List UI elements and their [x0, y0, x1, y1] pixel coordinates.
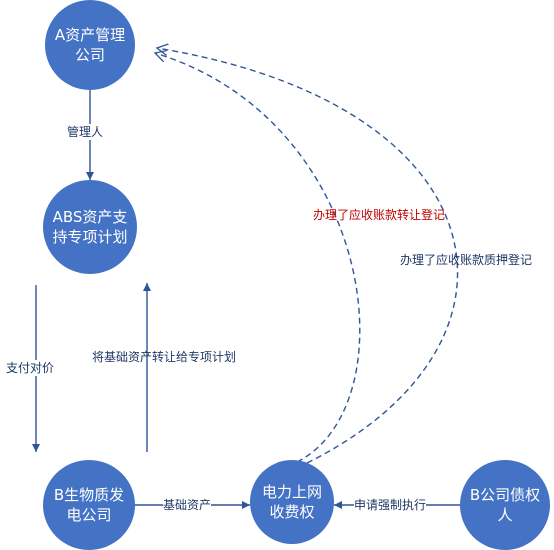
node-b-company-creditor-label: B公司债权人 [469, 486, 541, 524]
node-asset-management-company-label: A资产管理公司 [54, 26, 126, 64]
node-b-biomass-power-company: B生物质发电公司 [43, 460, 135, 550]
edge-label-pay-price: 支付对价 [6, 360, 55, 376]
node-b-company-creditor: B公司债权人 [460, 460, 550, 550]
node-power-grid-receivable-label: 电力上网收费权 [261, 483, 322, 521]
edge-label-transfer-registration: 办理了应收账款转让登记 [313, 208, 446, 222]
node-b-biomass-power-company-label: B生物质发电公司 [53, 486, 125, 524]
node-asset-management-company: A资产管理公司 [45, 0, 135, 90]
node-power-grid-receivable: 电力上网收费权 [250, 460, 334, 544]
edge-label-transfer-to-plan: 将基础资产转让给专项计划 [91, 350, 236, 364]
edge-label-enforce: 申请强制执行 [354, 497, 427, 513]
node-abs-special-plan: ABS资产支持专项计划 [43, 180, 137, 274]
edge-transfer-registration [155, 53, 361, 463]
edge-label-underlying-asset: 基础资产 [163, 497, 212, 513]
edge-pledge-registration [157, 48, 459, 464]
edge-label-manager: 管理人 [67, 124, 104, 140]
edge-label-pledge-registration: 办理了应收账款质押登记 [400, 253, 533, 267]
node-abs-special-plan-label: ABS资产支持专项计划 [52, 208, 128, 246]
